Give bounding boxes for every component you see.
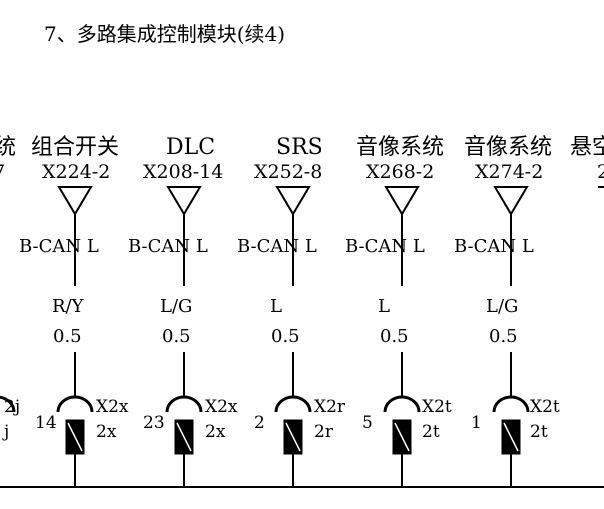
connector-arc — [383, 395, 421, 413]
wire-size: 0.5 — [489, 326, 518, 347]
splice-slash — [394, 422, 410, 452]
connector-arc — [274, 395, 312, 413]
terminal-triangle — [57, 186, 93, 216]
bus-label: B-CAN L — [19, 236, 99, 257]
partial-left-connector-bottom: j — [4, 422, 10, 442]
partial-right-code: 2 — [597, 161, 604, 183]
module-code: X224-2 — [42, 161, 111, 183]
partial-left-name: 统 — [0, 135, 17, 160]
connector-id: X2x — [205, 397, 238, 417]
connector-pin: 2t — [422, 422, 440, 442]
connector-id: X2t — [530, 397, 560, 417]
connector-arc — [0, 395, 16, 413]
wire-color: L/G — [160, 296, 193, 317]
module-code: X252-8 — [254, 161, 323, 183]
splice-slash — [285, 422, 301, 452]
bus-label: B-CAN L — [237, 236, 317, 257]
splice-slash — [503, 422, 519, 452]
partial-right-name: 悬空 — [570, 135, 604, 160]
connector-id: X2t — [422, 397, 452, 417]
pin-number: 5 — [362, 413, 373, 433]
module-name: DLC — [166, 135, 216, 160]
splice-slash — [67, 422, 83, 452]
wire-color: L — [378, 296, 390, 317]
wire-color: L/G — [486, 296, 519, 317]
connector-id: X2r — [314, 397, 346, 417]
connector-arc — [56, 395, 94, 413]
terminal-triangle — [275, 186, 311, 216]
pin-number: 2 — [254, 413, 265, 433]
wire-color: L — [270, 296, 282, 317]
module-code: X274-2 — [475, 161, 544, 183]
wire-size: 0.5 — [271, 326, 300, 347]
pin-number: 23 — [143, 413, 165, 433]
terminal-triangle — [166, 186, 202, 216]
connector-arc — [165, 395, 203, 413]
connector-pin: 2r — [314, 422, 333, 442]
bus-label: B-CAN L — [128, 236, 208, 257]
splice-slash — [176, 422, 192, 452]
module-code: X268-2 — [366, 161, 435, 183]
connector-pin: 2t — [530, 422, 548, 442]
page-title: 7、多路集成控制模块(续4) — [44, 22, 286, 46]
wire-size: 0.5 — [380, 326, 409, 347]
pin-number: 1 — [471, 413, 482, 433]
bus-label: B-CAN L — [345, 236, 425, 257]
module-name: SRS — [276, 135, 323, 160]
connector-arc — [492, 395, 530, 413]
connector-pin: 2x — [96, 422, 117, 442]
module-name: 音像系统 — [464, 135, 553, 160]
module-code: X208-14 — [143, 161, 224, 183]
module-name: 音像系统 — [356, 135, 445, 160]
terminal-triangle — [384, 186, 420, 216]
pin-number: 14 — [35, 413, 57, 433]
wire-size: 0.5 — [162, 326, 191, 347]
terminal-triangle — [493, 186, 529, 216]
bus-label: B-CAN L — [454, 236, 534, 257]
wire-size: 0.5 — [53, 326, 82, 347]
connector-id: X2x — [96, 397, 129, 417]
module-name: 组合开关 — [31, 135, 120, 160]
wire-color: R/Y — [52, 296, 84, 317]
connector-pin: 2x — [205, 422, 226, 442]
partial-left-code: 7 — [0, 163, 5, 182]
